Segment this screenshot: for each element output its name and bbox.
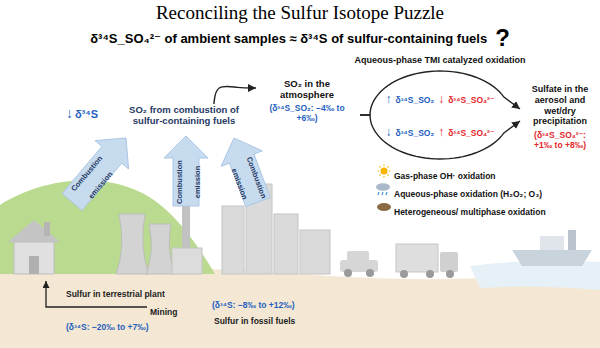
- truck-wheel: [400, 270, 408, 278]
- text-node: SO₂ from combustion of sulfur-containing…: [116, 104, 252, 127]
- node-heading: SO₂ from combustion of sulfur-containing…: [118, 104, 250, 127]
- edge-label-holder: Aqueous-phase TMI catalyzed oxidation: [352, 49, 527, 67]
- oxidation-pathway: Aqueous-phase oxidation (H₂O₂; O₃): [394, 189, 542, 199]
- isotope-label: δ³⁴S_SO₂: [396, 128, 435, 138]
- label-holder: ↑: [386, 89, 392, 107]
- trend-arrow: ↓: [386, 125, 392, 139]
- label-holder: (δ³⁴S: −8‰ to +12‰): [212, 294, 295, 312]
- trend-arrow: ↑: [438, 125, 444, 139]
- emission-label: Combustion emission: [175, 160, 202, 204]
- title-holder: Reconciling the Sulfur Isotope Puzzle: [0, 2, 600, 24]
- label-holder: δ³⁴S_SO₂: [396, 122, 435, 140]
- label-holder: ↓: [438, 89, 444, 107]
- power-hall: [172, 248, 202, 274]
- label-holder: δ³⁴S_SO₂: [396, 89, 435, 107]
- label-holder: ↓: [386, 122, 392, 140]
- isotope-label: δ³⁴S: [75, 108, 98, 120]
- label-row: ↓ δ³⁴S_SO₂↑ δ³⁴S_SO₄²⁻: [386, 122, 495, 140]
- cooling-tower: [116, 214, 149, 274]
- diagram-title: Reconciling the Sulfur Isotope Puzzle: [156, 2, 444, 23]
- house-chimney: [44, 222, 50, 236]
- truck-wheel: [426, 270, 434, 278]
- sun-rays: [378, 165, 391, 178]
- emission-label: Combustion emission: [69, 154, 115, 201]
- node-heading: SO₂ in the atmosphere: [258, 78, 356, 101]
- oxidation-arc: [360, 71, 520, 115]
- car-wheel: [366, 269, 374, 277]
- trend-arrow: ↑: [386, 92, 392, 106]
- house-roof: [8, 220, 60, 242]
- label-row: δ³⁴S_SO₄²⁻ of ambient samples ≈ δ³⁴S of …: [90, 24, 510, 52]
- label-holder: δ³⁴S_SO₄²⁻ of ambient samples ≈ δ³⁴S of …: [90, 29, 487, 47]
- edge-label: Aqueous-phase TMI catalyzed oxidation: [352, 55, 527, 65]
- label-holder: δ³⁴S_SO₄²⁻: [448, 89, 494, 107]
- source-label: Sulfur in fossil fuels: [214, 316, 295, 326]
- isotope-label: δ³⁴S_SO₄²⁻: [448, 128, 494, 138]
- truck-trailer: [396, 244, 438, 272]
- cooling-tower: [146, 224, 175, 274]
- text-node: SO₂ in the atmosphere(δ³⁴S_SO₂: −4‰ to +…: [256, 78, 360, 123]
- cloud-icon: [376, 183, 390, 191]
- city-building: [300, 230, 330, 274]
- label-holder: ↑: [438, 122, 444, 140]
- question-mark: ?: [495, 24, 510, 51]
- label-holder: ↓: [66, 104, 73, 122]
- rain-drops: [378, 192, 387, 195]
- ship-hull: [512, 250, 592, 266]
- label-holder: Sulfur in terrestrial plant: [66, 283, 165, 301]
- city-building: [274, 214, 298, 274]
- trend-arrow: ↓: [438, 92, 444, 106]
- isotope-label: δ³⁴S_SO₂: [396, 95, 435, 105]
- label-holder: δ³⁴S: [75, 104, 98, 122]
- range-label: (δ³⁴S: −8‰ to +12‰): [212, 300, 295, 310]
- text-node: Sulfate in the aerosol and wet/dry preci…: [520, 84, 596, 151]
- car-wheel: [344, 269, 352, 277]
- particle-icon: [377, 203, 391, 211]
- label-row: ↓δ³⁴S: [66, 104, 98, 122]
- ship-cabin: [540, 236, 564, 250]
- node-heading: Sulfate in the aerosol and wet/dry preci…: [525, 84, 595, 127]
- oxidation-pathway: Heterogeneous/ multiphase oxidation: [394, 207, 546, 217]
- trend-arrow: ↓: [66, 105, 73, 121]
- oxidation-pathway: Gas-phase OH· oxidation: [394, 171, 496, 181]
- node-range: (δ³⁴S_SO₄²⁻: +1‰ to +8‰): [525, 130, 595, 150]
- label-holder: Sulfur in fossil fuels: [214, 310, 295, 328]
- range-label: (δ³⁴S: −20‰ to +7‰): [66, 322, 149, 332]
- label-holder: Aqueous-phase oxidation (H₂O₂; O₃): [394, 183, 542, 201]
- oxidation-arc: [360, 115, 520, 159]
- emission-arrow: [221, 138, 270, 207]
- sun-icon: [381, 168, 388, 175]
- label-holder: Combustion emission: [60, 145, 124, 212]
- label-holder: (δ³⁴S: −20‰ to +7‰): [66, 316, 149, 334]
- emission-arrow: [62, 138, 129, 210]
- emission-arrow: [164, 136, 208, 206]
- node-range: (δ³⁴S_SO₂: −4‰ to +6‰): [258, 103, 356, 123]
- label-holder: Gas-phase OH· oxidation: [394, 165, 496, 183]
- ship-funnel: [568, 230, 576, 250]
- label-row: ↑ δ³⁴S_SO₂↓ δ³⁴S_SO₄²⁻: [386, 89, 495, 107]
- truck-wheel: [446, 270, 454, 278]
- car-top: [347, 251, 369, 261]
- flow-arrow: [214, 86, 256, 104]
- emission-label: Combustion emission: [229, 156, 268, 201]
- label-holder: Combustion emission: [223, 147, 277, 212]
- house-wall: [14, 242, 54, 274]
- label-holder: Combustion emission: [168, 154, 205, 210]
- label-holder: Mining: [150, 301, 177, 319]
- subtitle: δ³⁴S_SO₄²⁻ of ambient samples ≈ δ³⁴S of …: [90, 31, 487, 46]
- label-holder: ?: [495, 24, 510, 52]
- city-building: [222, 206, 244, 274]
- truck-cab: [440, 252, 458, 272]
- label-holder: Heterogeneous/ multiphase oxidation: [394, 201, 546, 219]
- label-holder: δ³⁴S_SO₄²⁻: [448, 122, 494, 140]
- process-label: Mining: [150, 307, 177, 317]
- house-door: [29, 256, 39, 274]
- isotope-label: δ³⁴S_SO₄²⁻: [448, 95, 494, 105]
- source-label: Sulfur in terrestrial plant: [66, 289, 165, 299]
